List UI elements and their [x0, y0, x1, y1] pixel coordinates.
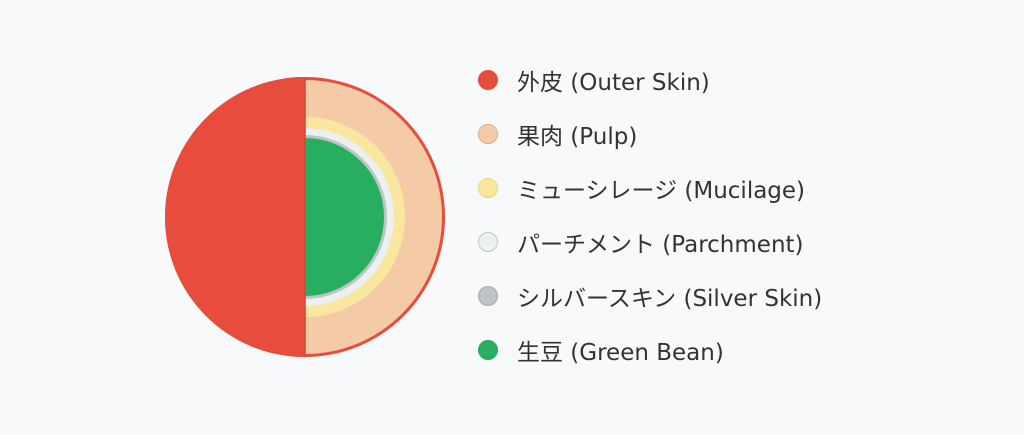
- pulp-swatch: [478, 124, 498, 144]
- outer-skin-swatch: [478, 70, 498, 90]
- legend-label: 果肉 (Pulp): [517, 124, 638, 150]
- legend-item-mucilage: ミューシレージ (Mucilage): [478, 161, 998, 215]
- legend-label: パーチメント (Parchment): [517, 232, 804, 258]
- legend-label: ミューシレージ (Mucilage): [517, 178, 806, 204]
- legend-item-silver-skin: シルバースキン (Silver Skin): [478, 269, 998, 323]
- parchment-swatch: [478, 232, 498, 252]
- legend-item-parchment: パーチメント (Parchment): [478, 215, 998, 269]
- green-bean-swatch: [478, 340, 498, 360]
- legend: 外皮 (Outer Skin) 果肉 (Pulp) ミューシレージ (Mucil…: [478, 53, 998, 377]
- legend-label: シルバースキン (Silver Skin): [517, 286, 823, 312]
- mucilage-swatch: [478, 178, 498, 198]
- legend-item-pulp: 果肉 (Pulp): [478, 107, 998, 161]
- legend-item-outer-skin: 外皮 (Outer Skin): [478, 53, 998, 107]
- silver-skin-swatch: [478, 286, 498, 306]
- cherry-exterior-half: [165, 77, 305, 357]
- coffee-cherry-cross-section: [165, 77, 445, 357]
- legend-label: 外皮 (Outer Skin): [517, 70, 710, 96]
- legend-item-green-bean: 生豆 (Green Bean): [478, 323, 998, 377]
- legend-label: 生豆 (Green Bean): [517, 340, 724, 366]
